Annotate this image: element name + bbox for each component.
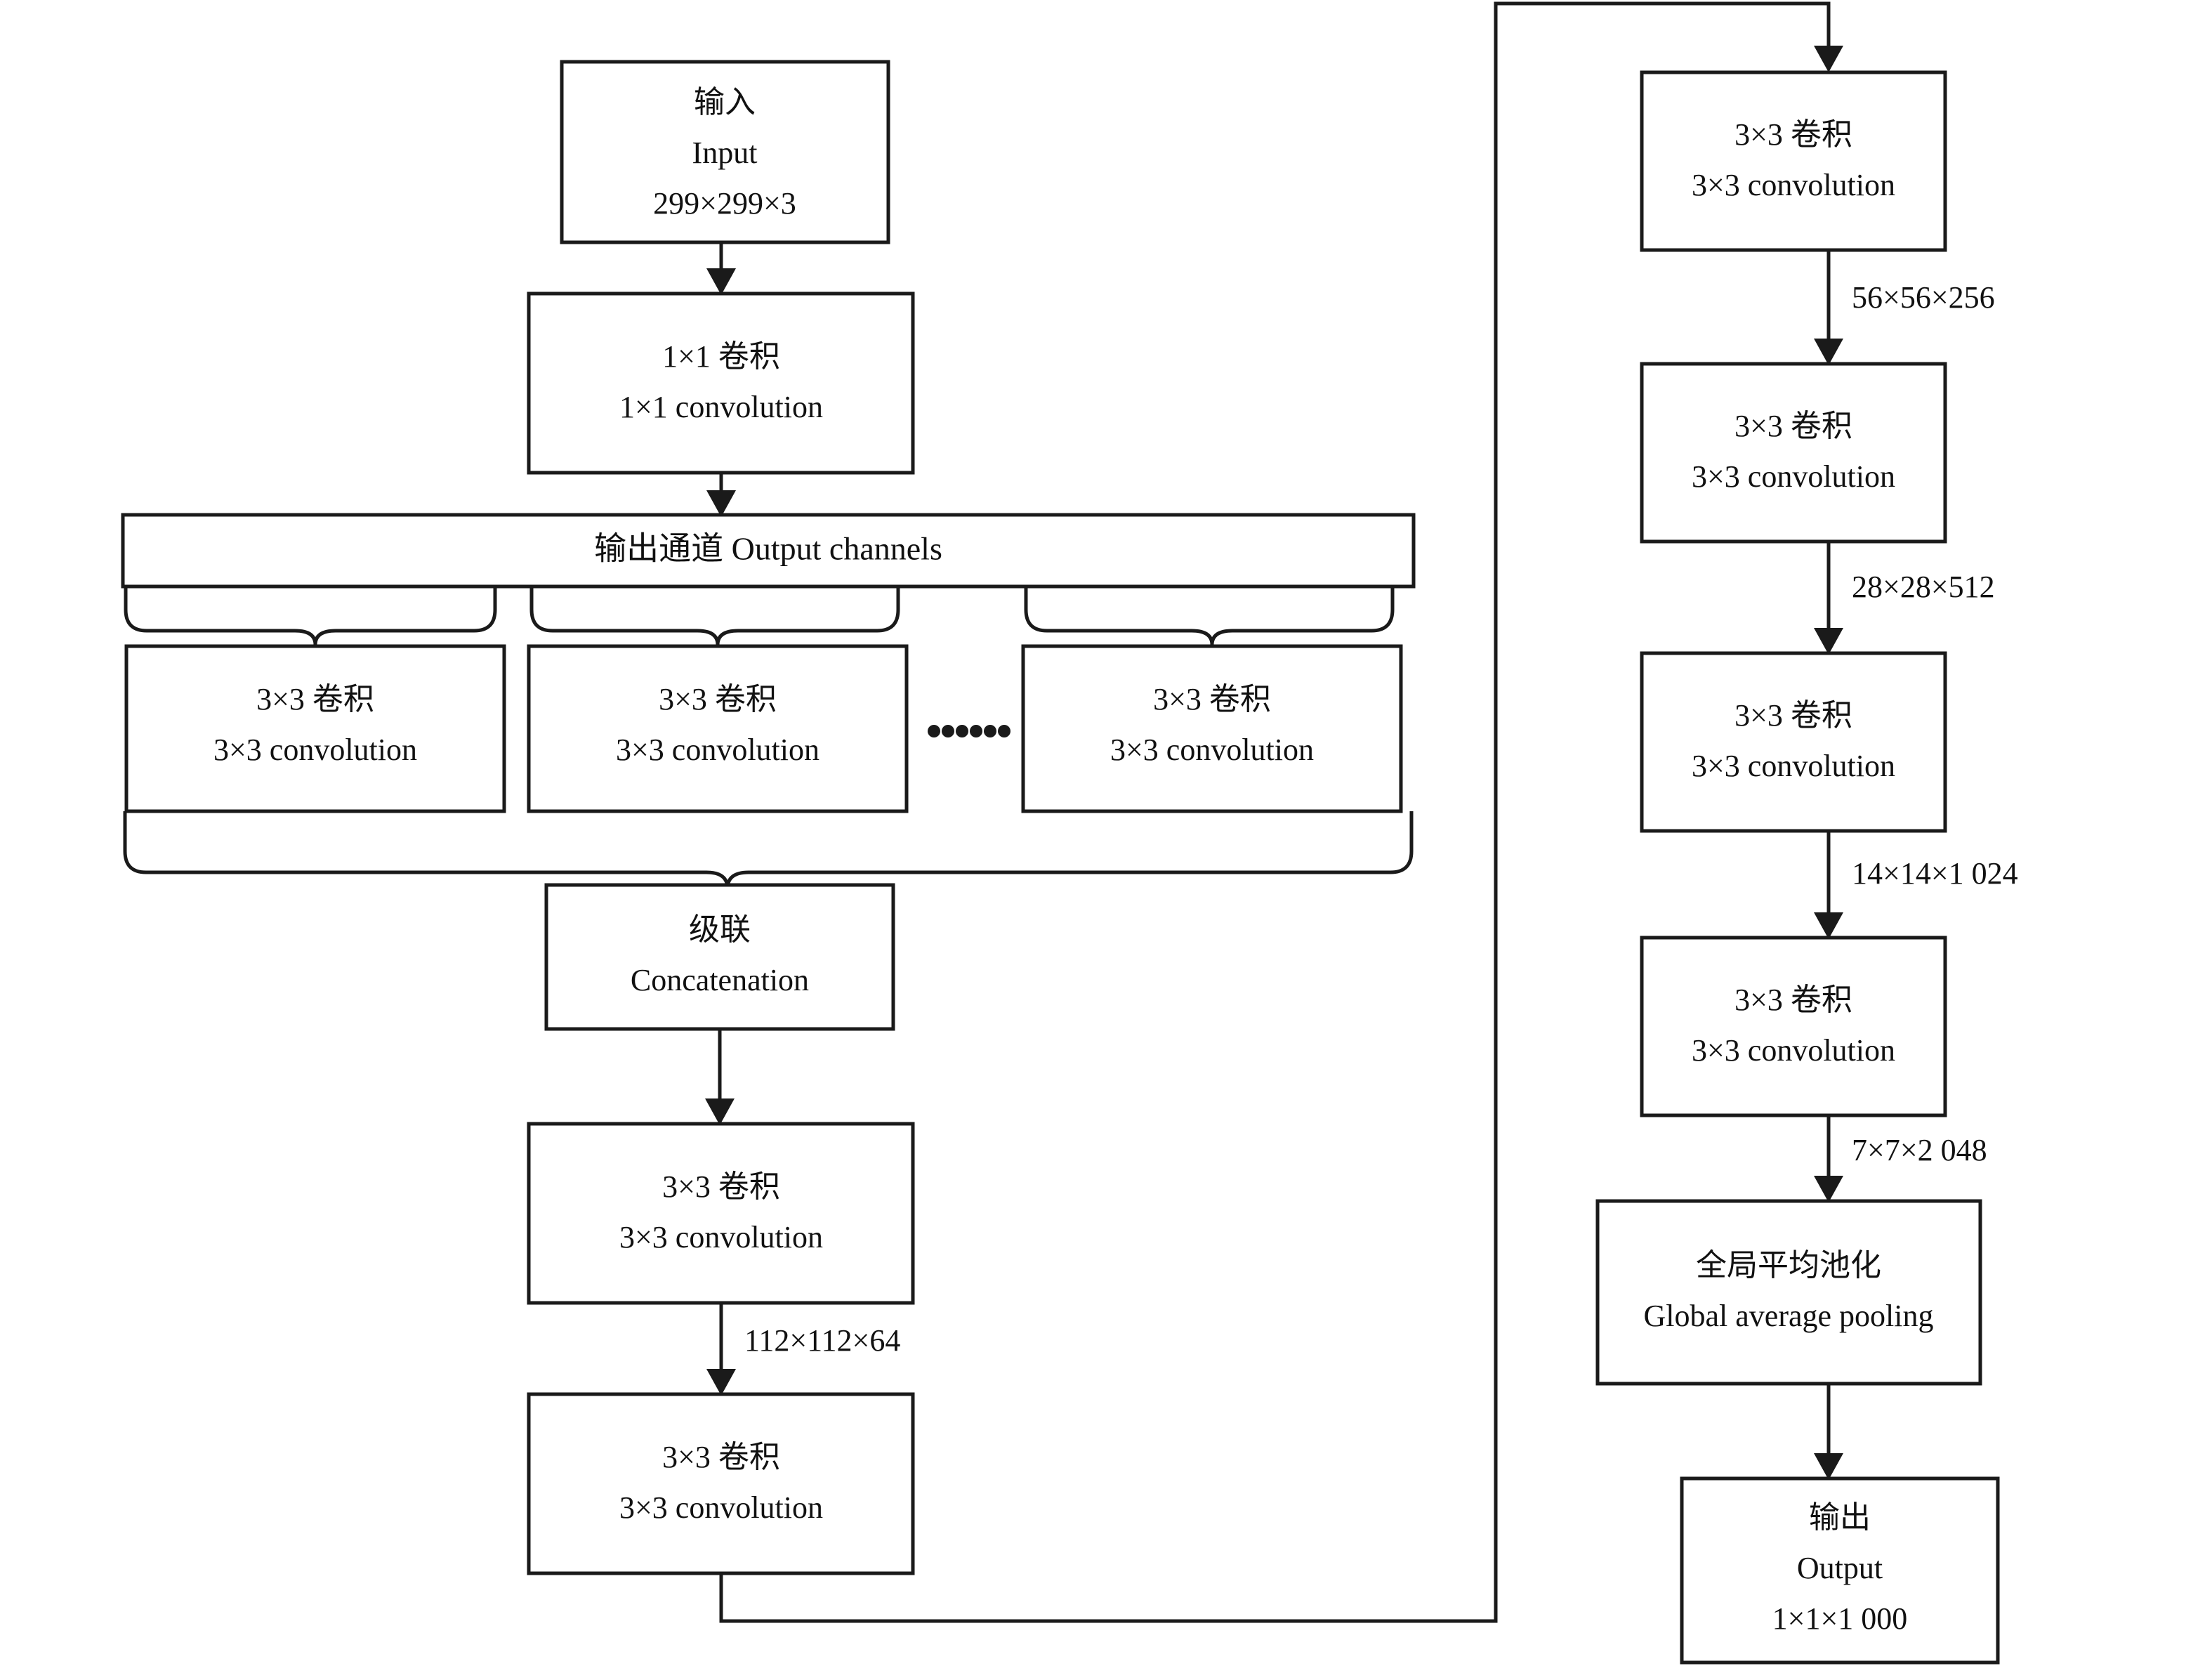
conv-c-node-line1: 3×3 卷积 — [1734, 117, 1852, 152]
node-branch-conv-3: 3×3 卷积 3×3 convolution — [1021, 644, 1403, 813]
conv-a-node-line1: 3×3 卷积 — [662, 1169, 780, 1204]
global-average-pooling-line1: 全局平均池化 — [1696, 1248, 1881, 1283]
conv-f-node-line1: 3×3 卷积 — [1734, 983, 1852, 1017]
conv-b-node-box — [527, 1392, 915, 1575]
output-node-line1: 输出 — [1809, 1500, 1871, 1535]
output-channels-bar-label: 输出通道 Output channels — [594, 531, 942, 567]
arrowhead-icon — [1814, 339, 1843, 365]
conv-a-node-box — [527, 1122, 915, 1305]
arrowhead-icon — [1814, 1453, 1843, 1480]
arrow-conv-f-to-global-average-pooling: 7×7×2 048 — [1814, 1115, 1987, 1202]
branch-conv-1-line2: 3×3 convolution — [213, 733, 417, 767]
edge-label-56x56x256: 56×56×256 — [1852, 280, 1995, 315]
concatenation-node-line2: Concatenation — [631, 963, 809, 997]
merge-brace-to-concatenation — [123, 811, 1414, 891]
connector-left-column-to-right-column — [719, 1, 1843, 1623]
arrowhead-icon — [1814, 628, 1843, 655]
arrowhead-icon — [1814, 46, 1843, 72]
arrow-conv-d-to-conv-e: 28×28×512 — [1814, 542, 1995, 655]
global-average-pooling-line2: Global average pooling — [1644, 1299, 1934, 1333]
concatenation-node-line1: 级联 — [689, 912, 751, 947]
branch-conv-1-box — [124, 644, 506, 813]
branch-conv-3-line2: 3×3 convolution — [1110, 733, 1314, 767]
split-brace-branch-3 — [1024, 586, 1395, 647]
arrow-conv-c-to-conv-d: 56×56×256 — [1814, 250, 1995, 365]
arrowhead-icon — [705, 1098, 735, 1125]
branch-conv-3-line1: 3×3 卷积 — [1153, 682, 1271, 716]
node-conv-e: 3×3 卷积 3×3 convolution — [1640, 651, 1947, 833]
edge-label-112x112x64: 112×112×64 — [744, 1323, 900, 1358]
conv-b-node-line1: 3×3 卷积 — [662, 1440, 780, 1474]
edge-label-7x7x2048: 7×7×2 048 — [1852, 1133, 1987, 1167]
node-output: 输出 Output 1×1×1 000 — [1680, 1476, 2000, 1665]
conv-e-node-line2: 3×3 convolution — [1692, 749, 1895, 783]
node-conv-d: 3×3 卷积 3×3 convolution — [1640, 362, 1947, 544]
node-conv-1x1: 1×1 卷积 1×1 convolution — [527, 291, 915, 475]
conv-d-node-line2: 3×3 convolution — [1692, 459, 1895, 494]
conv-a-node-line2: 3×3 convolution — [619, 1220, 823, 1254]
conv-d-node-line1: 3×3 卷积 — [1734, 409, 1852, 443]
arrowhead-icon — [706, 490, 736, 517]
input-node-line3: 299×299×3 — [653, 186, 796, 221]
conv1x1-node-box — [527, 291, 915, 475]
arrowhead-icon — [706, 1369, 736, 1396]
node-branch-conv-1: 3×3 卷积 3×3 convolution — [124, 644, 506, 813]
node-conv-c: 3×3 卷积 3×3 convolution — [1640, 70, 1947, 252]
conv-d-node-box — [1640, 362, 1947, 544]
input-node-line1: 输入 — [694, 85, 756, 119]
conv-e-node-line1: 3×3 卷积 — [1734, 698, 1852, 733]
arrow-input-to-conv1x1 — [706, 242, 736, 295]
concatenation-node-box — [544, 883, 895, 1031]
input-node-box — [560, 60, 890, 244]
output-node-line2: Output — [1797, 1551, 1883, 1585]
branch-conv-3-box — [1021, 644, 1403, 813]
node-conv-b: 3×3 卷积 3×3 convolution — [527, 1392, 915, 1575]
branch-conv-2-line1: 3×3 卷积 — [659, 682, 777, 716]
input-node-line2: Input — [692, 136, 758, 170]
branch-conv-2-box — [527, 644, 909, 813]
arrow-conv-a-to-conv-b: 112×112×64 — [706, 1303, 900, 1396]
branch-conv-1-line1: 3×3 卷积 — [256, 682, 374, 716]
node-branch-conv-2: 3×3 卷积 3×3 convolution — [527, 644, 909, 813]
output-node-line3: 1×1×1 000 — [1772, 1601, 1908, 1636]
branch-ellipsis-icon — [928, 725, 1010, 737]
node-global-average-pooling: 全局平均池化 Global average pooling — [1595, 1199, 1982, 1386]
node-input: 输入 Input 299×299×3 — [560, 60, 890, 244]
edge-label-14x14x1024: 14×14×1 024 — [1852, 856, 2018, 891]
global-average-pooling-node-box — [1595, 1199, 1982, 1386]
conv-e-node-box — [1640, 651, 1947, 833]
arrow-pooling-to-output — [1814, 1384, 1843, 1480]
node-conv-a: 3×3 卷积 3×3 convolution — [527, 1122, 915, 1305]
split-brace-branch-2 — [529, 586, 900, 647]
conv-c-node-box — [1640, 70, 1947, 252]
output-node-box — [1680, 1476, 2000, 1665]
conv-c-node-line2: 3×3 convolution — [1692, 168, 1895, 202]
arrow-conv1x1-to-channels-bar — [706, 473, 736, 517]
split-brace-branch-1 — [124, 586, 497, 647]
arrowhead-icon — [1814, 912, 1843, 939]
arrow-conv-e-to-conv-f: 14×14×1 024 — [1814, 831, 2018, 939]
branch-conv-2-line2: 3×3 convolution — [616, 733, 819, 767]
node-conv-f: 3×3 卷积 3×3 convolution — [1640, 936, 1947, 1117]
conv1x1-node-line1: 1×1 卷积 — [662, 339, 780, 374]
arrowhead-icon — [1814, 1176, 1843, 1202]
conv1x1-node-line2: 1×1 convolution — [619, 390, 823, 424]
node-output-channels-bar: 输出通道 Output channels — [121, 513, 1416, 589]
conv-b-node-line2: 3×3 convolution — [619, 1490, 823, 1525]
conv-f-node-line2: 3×3 convolution — [1692, 1033, 1895, 1068]
arrow-concatenation-to-conv-a — [705, 1029, 735, 1125]
node-concatenation: 级联 Concatenation — [544, 883, 895, 1031]
edge-label-28x28x512: 28×28×512 — [1852, 570, 1995, 604]
output-channels-bar-box — [121, 513, 1416, 589]
arrowhead-icon — [706, 268, 736, 295]
conv-f-node-box — [1640, 936, 1947, 1117]
